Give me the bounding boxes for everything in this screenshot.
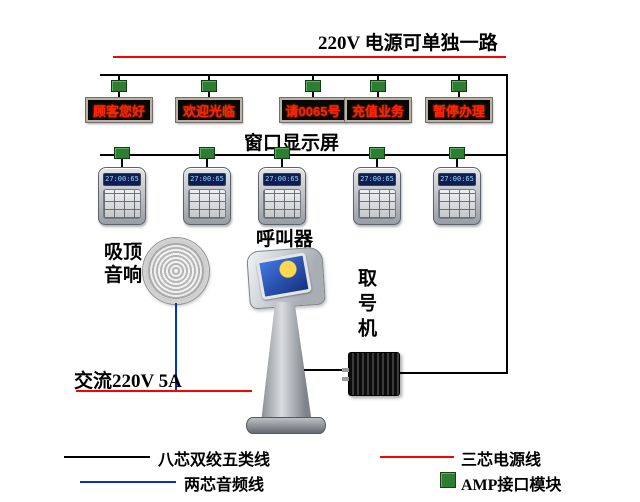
caller-drop-wire — [376, 155, 378, 168]
amp-connector-icon — [201, 80, 217, 92]
amp-connector-icon — [111, 80, 127, 92]
amp-connector-icon — [114, 147, 130, 159]
caller-keypad — [358, 189, 396, 219]
right-bus-drop-wire — [506, 75, 508, 374]
amp-connector-icon — [370, 80, 386, 92]
top-power-label: 220V 电源可单独一路 — [318, 33, 498, 54]
caller-device: 27:00:65 — [433, 167, 481, 225]
speaker-caption: 吸顶音响 — [104, 242, 143, 286]
window-display-text: 欢迎光临 — [182, 103, 235, 119]
amp-connector-icon — [274, 147, 290, 159]
kiosk-head — [246, 246, 326, 310]
ac-power-label: 交流220V 5A — [74, 371, 182, 392]
kiosk-amp-wire — [304, 369, 348, 371]
amp-connector-icon — [451, 80, 467, 92]
kiosk-body — [261, 302, 312, 422]
window-display: 暂停办理 — [426, 98, 492, 122]
legend-cat5-label: 八芯双绞五类线 — [158, 452, 271, 469]
amp-pin-icon — [342, 368, 349, 372]
amp-connector-icon — [369, 147, 385, 159]
ac-power-wire — [76, 390, 252, 392]
caller-screen: 27:00:65 — [263, 173, 301, 186]
audio-wire — [175, 303, 177, 391]
caller-drop-wire — [121, 155, 123, 168]
window-display-text: 顾客您好 — [92, 103, 145, 119]
amp-interface-module — [342, 352, 400, 396]
kiosk-screen — [255, 252, 312, 301]
window-display-text: 请0065号 — [285, 103, 341, 119]
caller-keypad — [188, 189, 226, 219]
window-display: 顾客您好 — [86, 98, 152, 122]
caller-drop-wire — [281, 155, 283, 168]
amp-connector-icon — [199, 147, 215, 159]
window-display-caption: 窗口显示屏 — [244, 133, 340, 154]
power-wire-top — [113, 56, 506, 58]
legend-audio-label: 两芯音频线 — [184, 477, 265, 494]
amp-connector-icon — [449, 147, 465, 159]
caller-keypad — [263, 189, 301, 219]
caller-keypad — [103, 189, 141, 219]
amp-pin-icon — [342, 377, 349, 381]
window-display: 请0065号 — [280, 98, 346, 122]
window-display: 欢迎光临 — [176, 98, 242, 122]
caller-data-bus-wire — [100, 154, 508, 156]
legend-amp-label: AMP接口模块 — [461, 477, 562, 494]
legend-amp-swatch-icon — [440, 472, 456, 488]
kiosk-caption: 取号机 — [355, 268, 376, 343]
caller-device: 27:00:65 — [258, 167, 306, 225]
kiosk-base — [246, 417, 326, 434]
caller-drop-wire — [206, 155, 208, 168]
caller-screen: 27:00:65 — [103, 173, 141, 186]
amp-right-wire — [400, 372, 508, 374]
legend-audio-line — [80, 481, 176, 483]
caller-screen: 27:00:65 — [188, 173, 226, 186]
window-display-text: 充值业务 — [351, 103, 404, 119]
legend-power-label: 三芯电源线 — [461, 452, 542, 469]
legend-power-line — [380, 456, 454, 458]
window-display-text: 暂停办理 — [432, 103, 485, 119]
caller-drop-wire — [456, 155, 458, 168]
caller-device: 27:00:65 — [353, 167, 401, 225]
caller-device: 27:00:65 — [98, 167, 146, 225]
ceiling-speaker — [143, 238, 209, 304]
caller-screen: 27:00:65 — [438, 173, 476, 186]
caller-caption: 呼叫器 — [256, 229, 314, 250]
caller-device: 27:00:65 — [183, 167, 231, 225]
caller-keypad — [438, 189, 476, 219]
window-display: 充值业务 — [345, 98, 411, 122]
display-data-bus-wire — [100, 74, 508, 76]
amp-connector-icon — [305, 80, 321, 92]
caller-screen: 27:00:65 — [358, 173, 396, 186]
legend-cat5-line — [64, 456, 150, 458]
